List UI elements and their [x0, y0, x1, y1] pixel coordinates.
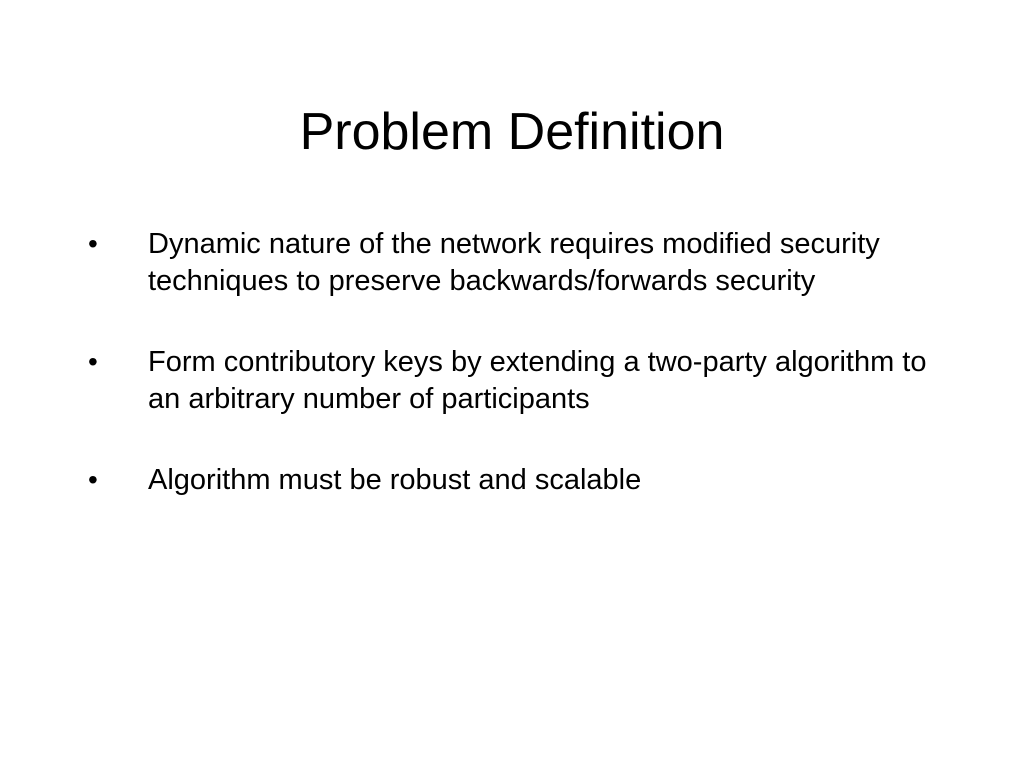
bullet-icon: •	[88, 346, 98, 378]
bullet-icon: •	[88, 228, 98, 259]
bullet-icon: •	[88, 464, 98, 496]
bullet-text: Algorithm must be robust and scalable	[148, 464, 642, 497]
bullet-list: • Dynamic nature of the network requires…	[88, 226, 948, 544]
slide-title: Problem Definition	[299, 103, 725, 161]
bullet-text: Form contributory keys by extending a tw…	[148, 346, 927, 416]
list-item: • Dynamic nature of the network requires…	[88, 226, 948, 300]
list-item: • Form contributory keys by extending a …	[88, 344, 948, 418]
bullet-text: Dynamic nature of the network requires m…	[148, 228, 880, 298]
list-item: • Algorithm must be robust and scalable	[88, 462, 948, 499]
